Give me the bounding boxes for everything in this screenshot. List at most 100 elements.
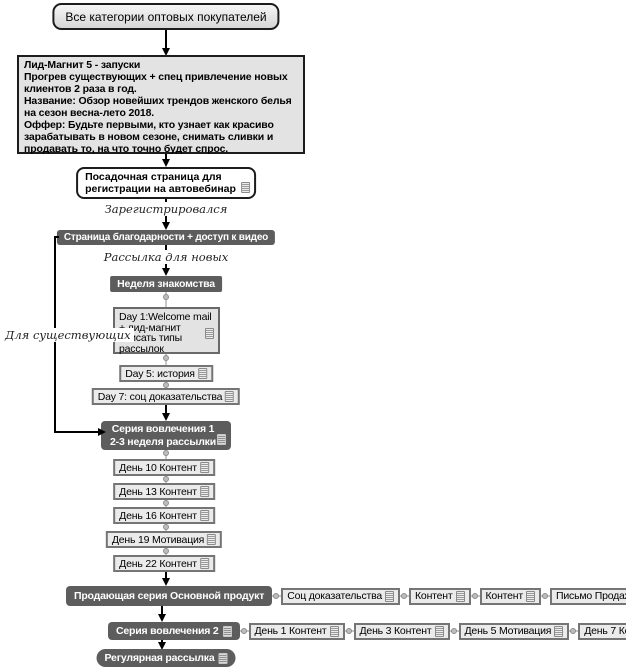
node-label: День 19 Мотивация: [111, 533, 205, 546]
connector: [400, 592, 410, 600]
node-s2-day7[interactable]: День 7 Контент: [578, 622, 626, 640]
note-icon[interactable]: [199, 510, 209, 521]
arrow-head-down: [158, 614, 166, 622]
node-label: Серия вовлечения 1 2-3 неделя рассылки: [110, 423, 216, 448]
node-selling-series[interactable]: Продающая серия Основной продукт: [66, 586, 273, 606]
note-icon[interactable]: [205, 328, 214, 339]
connector-dot: [163, 450, 169, 456]
node-label: Контент: [485, 590, 524, 602]
note-icon[interactable]: [455, 590, 465, 602]
connector-dot: [542, 592, 549, 599]
node-label: День 5 Мотивация: [464, 625, 552, 637]
arrow-line: [165, 30, 167, 49]
node-label: Контент: [415, 590, 453, 602]
node-label: День 3 Контент: [359, 625, 432, 637]
connector: [239, 627, 249, 635]
note-icon[interactable]: [329, 625, 339, 637]
note-icon[interactable]: [222, 625, 232, 637]
node-day7[interactable]: Day 7: соц доказательства: [91, 388, 241, 405]
note-icon[interactable]: [434, 625, 444, 637]
arrow-line: [165, 199, 167, 204]
node-engagement-series-1[interactable]: Серия вовлечения 1 2-3 неделя рассылки: [101, 421, 231, 450]
node-label: Day 7: соц доказательства: [97, 390, 223, 403]
connector-dot: [471, 592, 478, 599]
connector: [569, 627, 579, 635]
arrow-head-down: [162, 413, 170, 421]
node-regular-mailing[interactable]: Регулярная рассылка: [96, 649, 236, 667]
connector: [470, 592, 480, 600]
arrow-line: [165, 216, 167, 223]
node-label: День 10 Контент: [119, 461, 197, 474]
node-label: День 13 Контент: [119, 485, 197, 498]
node-s2-day1[interactable]: День 1 Контент: [248, 622, 345, 640]
node-label: Регулярная рассылка: [104, 652, 215, 664]
node-day22[interactable]: День 22 Контент: [113, 555, 215, 572]
edge-label-new-subscribers: Рассылка для новых: [100, 250, 232, 264]
arrow-line: [165, 264, 167, 269]
note-icon[interactable]: [199, 486, 209, 497]
node-label: День 16 Контент: [119, 509, 197, 522]
node-label: Письмо Продажа: [556, 590, 626, 602]
connector-dot: [163, 548, 169, 554]
node-label: День 7 Контент: [584, 625, 626, 637]
arrow-head-down: [162, 578, 170, 586]
node-sales-letter[interactable]: Письмо Продажа: [550, 587, 626, 605]
node-engagement-series-2[interactable]: Серия вовлечения 2: [108, 622, 240, 640]
node-social-proof[interactable]: Соц доказательства: [281, 587, 401, 605]
arrow-head-down: [162, 222, 170, 230]
connector-dot: [401, 592, 408, 599]
arrow-head-right: [98, 428, 106, 436]
node-day16[interactable]: День 16 Контент: [113, 507, 215, 524]
arrow-line: [161, 606, 163, 615]
connector-dot: [163, 524, 169, 530]
connector: [449, 627, 459, 635]
arrow-head-down: [162, 48, 170, 56]
node-label: День 22 Контент: [119, 557, 197, 570]
connector-dot: [163, 355, 169, 361]
connector: [272, 592, 282, 600]
node-label: Day 1:Welcome mail + лид-магнит описать …: [119, 311, 212, 355]
node-label: Соц доказательства: [287, 590, 383, 602]
note-icon[interactable]: [225, 391, 235, 402]
node-s2-day3[interactable]: День 3 Контент: [353, 622, 450, 640]
note-icon[interactable]: [526, 590, 536, 602]
node-day1[interactable]: Day 1:Welcome mail + лид-магнит описать …: [113, 307, 220, 354]
node-lead-magnet[interactable]: Лид-Магнит 5 - запуски Прогрев существую…: [17, 55, 305, 155]
arrow-line: [161, 640, 163, 643]
note-icon[interactable]: [218, 652, 228, 664]
note-icon[interactable]: [199, 462, 209, 473]
arrow-head-down: [158, 642, 166, 650]
node-content-1[interactable]: Контент: [409, 587, 471, 605]
note-icon[interactable]: [554, 625, 564, 637]
arrow-head-down: [162, 159, 170, 167]
arrow-head-down: [162, 268, 170, 276]
node-label: Day 5: история: [125, 367, 195, 380]
note-icon[interactable]: [385, 590, 395, 602]
arrow-line: [165, 154, 167, 160]
node-day10[interactable]: День 10 Контент: [113, 459, 215, 476]
branch-line: [54, 431, 99, 433]
note-icon[interactable]: [240, 182, 250, 193]
branch-line: [54, 236, 59, 238]
node-day19[interactable]: День 19 Мотивация: [105, 531, 223, 548]
node-day13[interactable]: День 13 Контент: [113, 483, 215, 500]
node-all-categories[interactable]: Все категории оптовых покупателей: [52, 3, 280, 30]
connector-dot: [450, 627, 457, 634]
note-icon[interactable]: [197, 368, 207, 379]
connector-dot: [570, 627, 577, 634]
connector-dot: [345, 627, 352, 634]
node-landing-page[interactable]: Посадочная страница для регистрации на а…: [76, 167, 256, 199]
arrow-line: [165, 572, 167, 579]
node-intro-week[interactable]: Неделя знакомства: [110, 276, 222, 292]
node-thank-you-page[interactable]: Страница благодарности + доступ к видео: [56, 230, 276, 245]
note-icon[interactable]: [207, 534, 217, 545]
node-content-2[interactable]: Контент: [479, 587, 542, 605]
note-icon[interactable]: [199, 558, 209, 569]
selling-series-row: Продающая серия Основной продукт Соц док…: [66, 586, 626, 606]
arrow-line: [165, 405, 167, 414]
node-day5[interactable]: Day 5: история: [119, 365, 213, 382]
connector: [541, 592, 551, 600]
note-icon[interactable]: [216, 434, 226, 445]
node-s2-day5[interactable]: День 5 Мотивация: [458, 622, 570, 640]
connector: [344, 627, 354, 635]
